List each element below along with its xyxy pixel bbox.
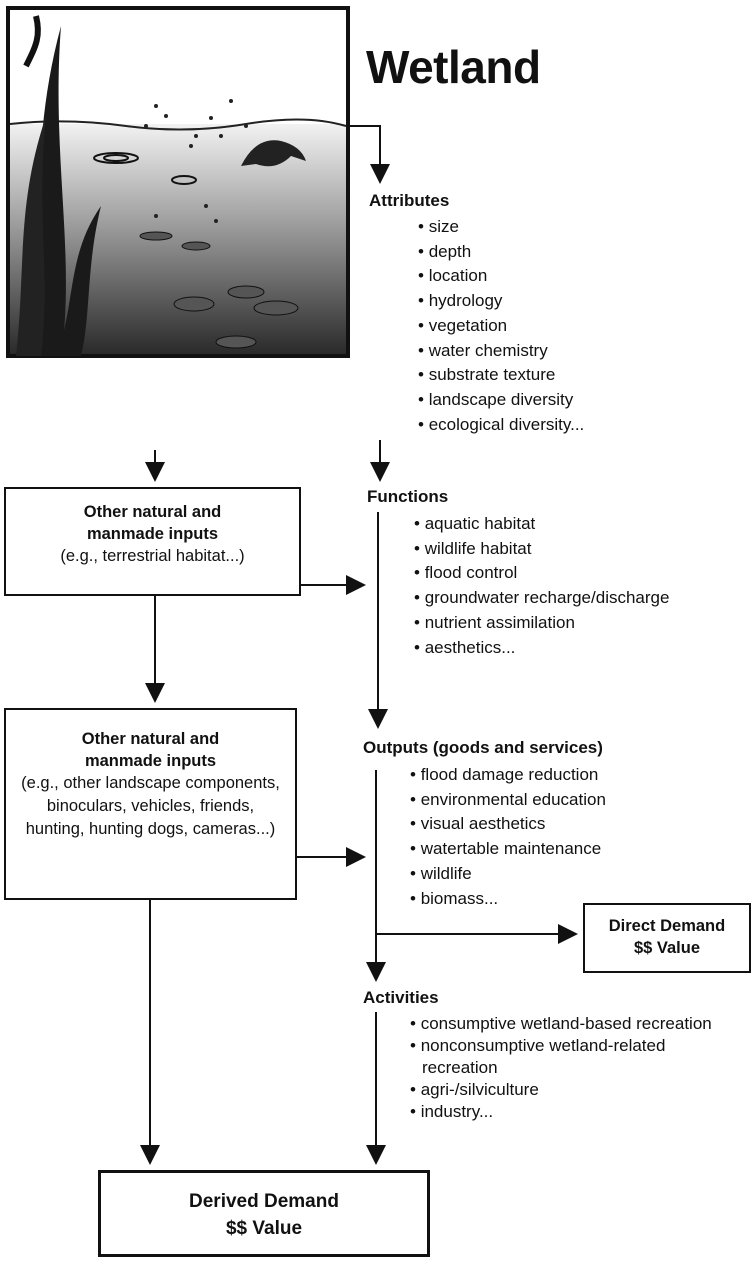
activities-list: consumptive wetland-based recreation non…: [410, 1013, 740, 1123]
functions-list: aquatic habitat wildlife habitat flood c…: [414, 512, 670, 661]
list-item: vegetation: [418, 314, 584, 339]
list-item: biomass...: [410, 887, 606, 912]
wetland-scene-icon: [6, 6, 350, 358]
list-item: environmental education: [410, 788, 606, 813]
wetland-illustration: [6, 6, 350, 358]
list-item: nonconsumptive wetland-related recreatio…: [410, 1035, 740, 1079]
box-note: (e.g., other landscape components, binoc…: [21, 774, 280, 838]
list-item: size: [418, 215, 584, 240]
list-item: ecological diversity...: [418, 413, 585, 438]
list-item: nutrient assimilation: [414, 611, 669, 636]
list-item: consumptive wetland-based recreation: [410, 1013, 740, 1035]
box-title-line1: Direct Demand: [608, 917, 726, 935]
list-item: location: [418, 264, 584, 289]
box-title-line2: $$ Value: [633, 939, 701, 957]
direct-demand-box: Direct Demand $$ Value: [583, 903, 751, 973]
outputs-heading: Outputs (goods and services): [363, 738, 603, 757]
activities-heading: Activities: [363, 988, 439, 1007]
other-inputs-box-1: Other natural and manmade inputs (e.g., …: [4, 487, 301, 596]
attributes-heading: Attributes: [369, 191, 450, 210]
box-title-line1: Derived Demand: [189, 1191, 339, 1212]
box-title-line1: Other natural and: [81, 730, 220, 748]
list-item: depth: [418, 240, 584, 265]
list-item: aquatic habitat: [414, 512, 669, 537]
list-item: landscape diversity: [418, 388, 584, 413]
list-item: flood control: [414, 561, 669, 586]
functions-heading: Functions: [367, 487, 449, 506]
list-item: agri-/silviculture: [410, 1079, 740, 1101]
box-title-line1: Other natural and: [83, 503, 222, 521]
list-item: aesthetics...: [414, 636, 669, 661]
page-title: Wetland: [366, 41, 541, 93]
list-item: flood damage reduction: [410, 763, 606, 788]
attributes-list: size depth location hydrology vegetation…: [418, 215, 585, 438]
other-inputs-box-2: Other natural and manmade inputs (e.g., …: [4, 708, 297, 900]
outputs-list: flood damage reduction environmental edu…: [410, 763, 606, 911]
list-item: water chemistry: [418, 339, 584, 364]
box-title-line2: manmade inputs: [84, 752, 217, 770]
box-title-line2: manmade inputs: [86, 525, 219, 543]
list-item: hydrology: [418, 289, 584, 314]
box-note: (e.g., terrestrial habitat...): [60, 547, 245, 565]
list-item: industry...: [410, 1101, 740, 1123]
list-item: visual aesthetics: [410, 812, 606, 837]
derived-demand-box: Derived Demand $$ Value: [98, 1170, 430, 1257]
list-item: groundwater recharge/discharge: [414, 586, 670, 611]
list-item: substrate texture: [418, 363, 584, 388]
box-title-line2: $$ Value: [225, 1218, 303, 1239]
list-item: wildlife habitat: [414, 537, 669, 562]
list-item: wildlife: [410, 862, 606, 887]
list-item: watertable maintenance: [410, 837, 606, 862]
